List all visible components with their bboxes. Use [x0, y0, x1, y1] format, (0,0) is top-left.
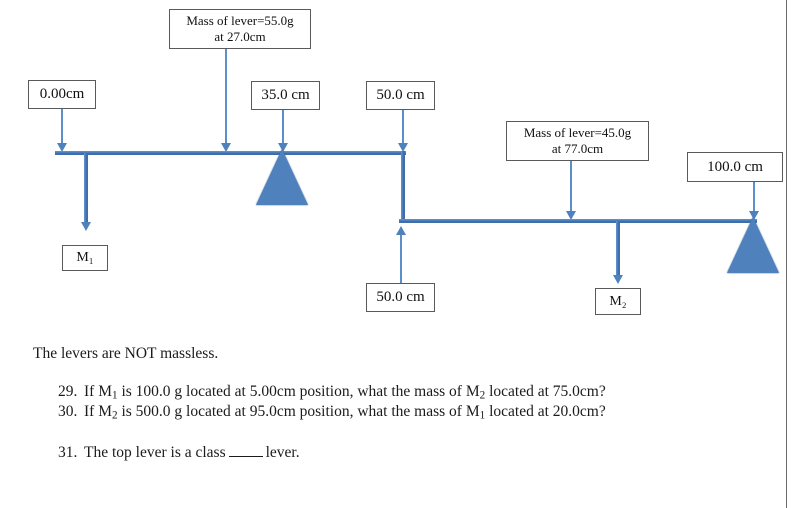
- top-lever-left-position-stem: [61, 109, 63, 144]
- top-lever-mass-line2: at 27.0cm: [214, 29, 266, 44]
- bottom-lever-mass-label: Mass of lever=45.0g at 77.0cm: [506, 121, 649, 161]
- top-lever-mass-line1: Mass of lever=55.0g: [186, 13, 294, 29]
- mass1-label: M₁: [76, 250, 94, 266]
- top-lever-fulcrum-position-text: 35.0 cm: [261, 87, 310, 104]
- mass2-arrowhead: [613, 275, 623, 284]
- bottom-lever-fulcrum-stem: [753, 182, 755, 212]
- bottom-lever-fulcrum-triangle: [727, 217, 779, 273]
- massless-note: The levers are NOT massless.: [33, 345, 219, 362]
- bottom-lever-left-position-arrowhead: [396, 226, 406, 235]
- top-lever-right-position-label: 50.0 cm: [366, 81, 435, 110]
- questions-section: The levers are NOT massless. 29. If M1 i…: [33, 345, 753, 464]
- top-lever-right-position-arrowhead: [398, 143, 408, 152]
- top-lever-left-position-arrowhead: [57, 143, 67, 152]
- bottom-lever-mass-line2: at 77.0cm: [551, 141, 604, 156]
- mass1-box: M₁: [62, 245, 108, 271]
- top-lever-mass-label: Mass of lever=55.0g at 27.0cm: [169, 9, 311, 49]
- bottom-lever-left-position-stem: [400, 234, 402, 283]
- mass2-label: M₂: [609, 293, 627, 309]
- top-lever-mass-arrowhead: [221, 143, 231, 152]
- answer-blank[interactable]: [228, 455, 263, 457]
- question-30: 30. If M2 is 500.0 g located at 95.0cm p…: [58, 403, 753, 421]
- mass1-drop-line: [84, 153, 88, 225]
- top-lever-left-position-text: 0.00cm: [39, 86, 85, 103]
- question-29: 29. If M1 is 100.0 g located at 5.00cm p…: [58, 383, 753, 401]
- question-29-number: 29.: [58, 383, 78, 400]
- question-30-number: 30.: [58, 403, 78, 421]
- mass2-box: M₂: [595, 288, 641, 315]
- top-lever-fulcrum-arrowhead: [278, 143, 288, 152]
- bottom-lever-left-position-text: 50.0 cm: [376, 289, 425, 306]
- top-lever-fulcrum-position-label: 35.0 cm: [251, 81, 320, 110]
- bottom-lever-fulcrum-position-text: 100.0 cm: [707, 158, 763, 175]
- top-lever-fulcrum-stem: [282, 110, 284, 144]
- top-lever-right-position-text: 50.0 cm: [376, 87, 425, 104]
- lever-connector-line: [401, 151, 405, 223]
- bottom-lever-mass-stem: [570, 161, 572, 212]
- top-lever-mass-stem: [225, 49, 227, 144]
- top-lever-left-position-label: 0.00cm: [28, 80, 96, 109]
- top-lever-right-position-stem: [402, 110, 404, 144]
- bottom-lever-fulcrum-position-label: 100.0 cm: [687, 152, 783, 182]
- page-border-right: [786, 0, 787, 508]
- top-lever-fulcrum-triangle: [256, 149, 308, 205]
- page-margin-right: [797, 0, 799, 508]
- question-29-text: If M1 is 100.0 g located at 5.00cm posit…: [84, 383, 606, 402]
- question-list: 29. If M1 is 100.0 g located at 5.00cm p…: [33, 383, 753, 462]
- bottom-lever-mass-arrowhead: [566, 211, 576, 220]
- top-lever-bar: [55, 151, 406, 155]
- question-31-number: 31.: [58, 443, 78, 461]
- mass2-drop-line: [616, 221, 620, 278]
- bottom-lever-bar: [399, 219, 757, 223]
- mass1-arrowhead: [81, 222, 91, 231]
- bottom-lever-fulcrum-arrowhead: [749, 211, 759, 220]
- question-30-text: If M2 is 500.0 g located at 95.0cm posit…: [84, 403, 606, 422]
- bottom-lever-mass-line1: Mass of lever=45.0g: [523, 125, 632, 141]
- bottom-lever-left-position-label: 50.0 cm: [366, 283, 435, 312]
